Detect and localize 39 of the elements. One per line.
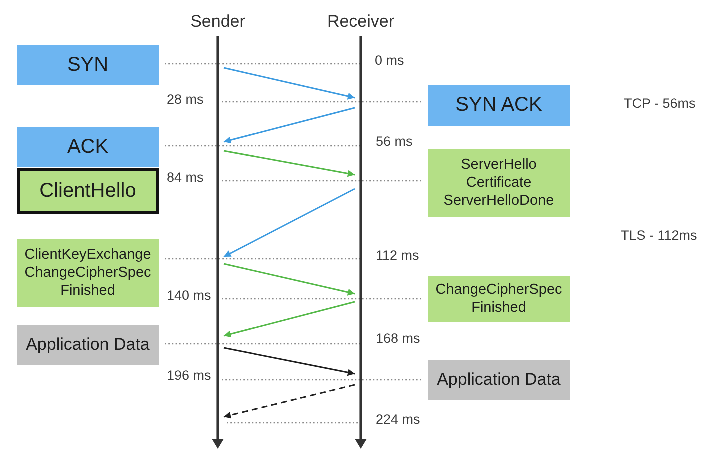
- message-arrow: [224, 67, 356, 100]
- time-label: 56 ms: [376, 134, 413, 150]
- message-arrow: [224, 107, 356, 144]
- message-name: ServerHello Certificate ServerHelloDone: [442, 156, 556, 210]
- duration-label: TCP - 56ms: [624, 96, 696, 112]
- message-box: [17, 168, 159, 214]
- message-arrow: [224, 301, 356, 338]
- time-label: 224 ms: [376, 412, 420, 428]
- message-name: SYN ACK: [456, 93, 542, 118]
- message-arrow: [224, 347, 356, 376]
- message-box: [17, 239, 159, 307]
- message-box: [428, 276, 570, 322]
- message-name: ClientKeyExchange ChangeCipherSpec Finished: [24, 246, 152, 300]
- message-name: Application Data: [437, 369, 561, 391]
- time-label: 28 ms: [167, 92, 204, 108]
- message-box: [428, 149, 570, 217]
- message-name: ACK: [67, 134, 109, 160]
- message-arrow: [224, 188, 356, 258]
- time-label: 196 ms: [167, 368, 212, 384]
- time-label: 0 ms: [375, 53, 404, 69]
- time-label: 168 ms: [376, 331, 420, 347]
- message-name: Application Data: [26, 334, 150, 356]
- message-arrow: [224, 150, 356, 178]
- message-box: [428, 360, 570, 400]
- message-arrow: [224, 263, 356, 296]
- message-name: ClientHello: [40, 178, 136, 204]
- message-arrow: [224, 384, 356, 419]
- time-label: 140 ms: [167, 288, 212, 304]
- message-box: [17, 325, 159, 365]
- participant-name: Sender: [190, 12, 246, 32]
- time-label: 84 ms: [167, 170, 204, 186]
- participant-name: Receiver: [327, 12, 395, 32]
- message-name: SYN: [67, 52, 109, 78]
- time-label: 112 ms: [376, 248, 420, 264]
- message-box: [428, 85, 570, 126]
- message-name: ChangeCipherSpec Finished: [434, 281, 564, 317]
- duration-label: TLS - 112ms: [621, 228, 698, 244]
- message-box: [17, 127, 159, 167]
- message-box: [17, 45, 159, 85]
